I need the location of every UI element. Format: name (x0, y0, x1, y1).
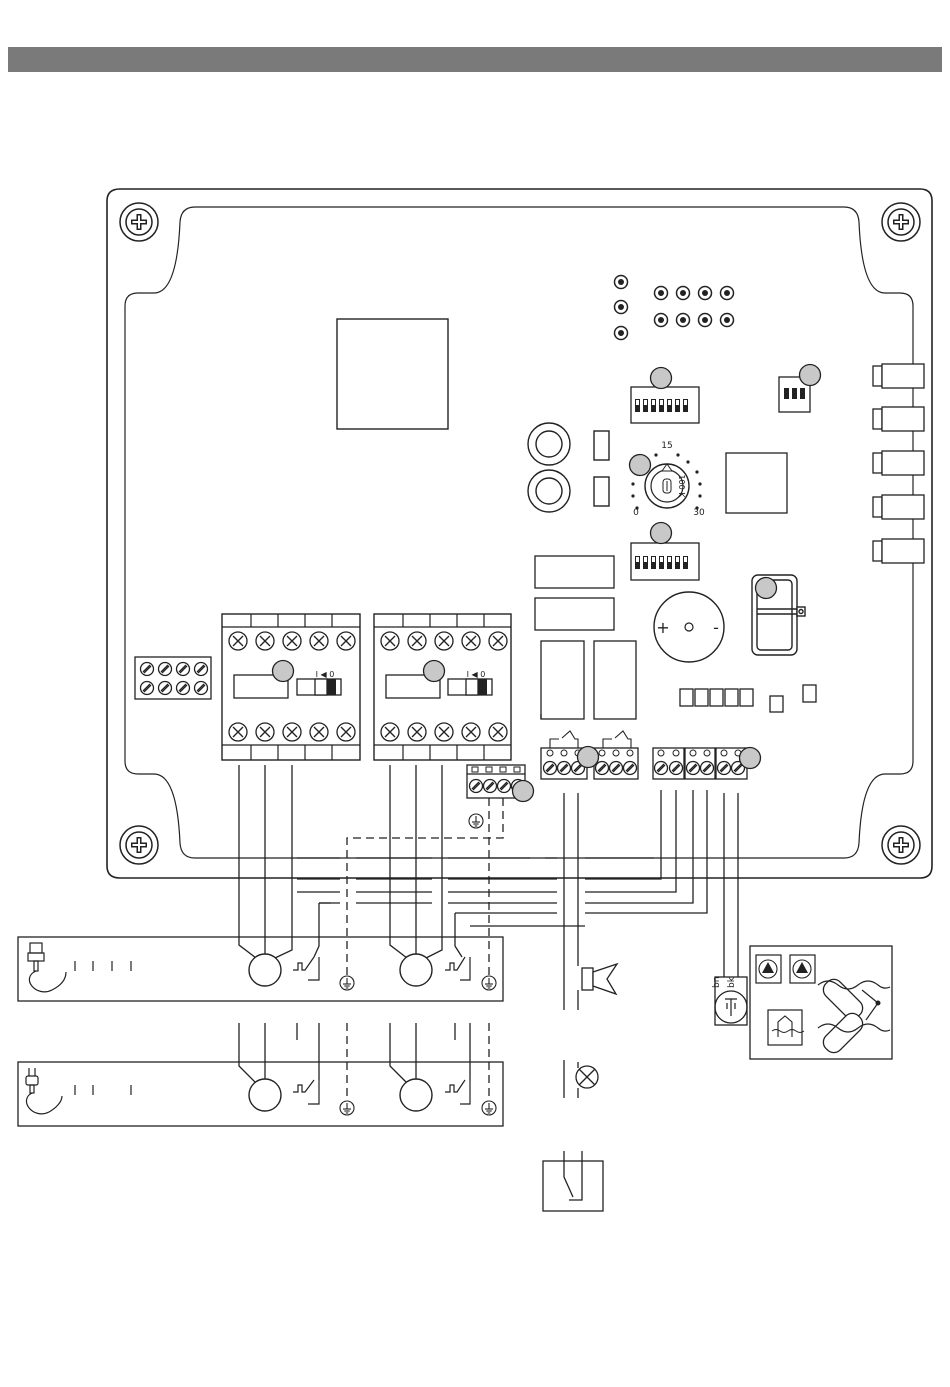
thermal-switch-icon (293, 957, 319, 980)
transformer-block (337, 319, 448, 429)
horn-icon (582, 964, 617, 994)
callout-marker (756, 578, 777, 599)
ground-icon (340, 976, 354, 990)
ground-icon (469, 814, 483, 828)
motor-icon (400, 1079, 432, 1111)
wiring (239, 765, 738, 1100)
pump-panel-2 (18, 1062, 503, 1126)
plug-icon (28, 943, 66, 992)
plug-icon (26, 1068, 62, 1114)
callout-marker (651, 523, 672, 544)
mount-hole-icon (882, 826, 920, 864)
mount-hole-icon (120, 203, 158, 241)
dip-switch-1[interactable] (631, 387, 699, 423)
ic-chip (726, 453, 787, 513)
motor-icon (249, 954, 281, 986)
ground-icon (482, 976, 496, 990)
dip-switch-2[interactable] (631, 543, 699, 580)
pot-min-label: 0 (633, 508, 639, 518)
callout-marker (800, 365, 821, 386)
mount-hole-icon (882, 203, 920, 241)
thermal-switch-icon (293, 1080, 319, 1104)
callout-marker (273, 661, 294, 682)
external-contact-icon (543, 1151, 603, 1211)
thermal-switch-icon (445, 957, 470, 980)
sensor-terminals (653, 748, 747, 779)
callout-marker (651, 368, 672, 389)
thermal-switch-icon (445, 1080, 470, 1104)
wire-label-bk: bk (727, 976, 737, 988)
motor-icon (249, 1079, 281, 1111)
pot-value-label: 100 K (677, 474, 686, 498)
led-group (615, 276, 734, 340)
display-row (680, 685, 816, 712)
buzzer-minus-label: - (713, 618, 719, 637)
switch-label-1: I ◀ 0 (316, 670, 335, 679)
pot-max-label: 30 (693, 508, 705, 518)
buzzer-plus-label: + (656, 618, 669, 637)
lamp-icon (576, 1066, 598, 1088)
contactor-2 (374, 614, 511, 760)
capacitors (528, 423, 609, 512)
callout-marker (630, 455, 651, 476)
pump-panel-1 (18, 937, 503, 1001)
high-water-icon (768, 1010, 802, 1045)
callout-marker (740, 748, 761, 769)
ground-icon (340, 1101, 354, 1115)
side-connectors (873, 364, 924, 563)
header-bar (8, 47, 942, 72)
motor-icon (400, 954, 432, 986)
contactor-1 (222, 614, 360, 760)
mount-hole-icon (120, 826, 158, 864)
callout-marker (424, 661, 445, 682)
switch-label-2: I ◀ 0 (467, 670, 486, 679)
wire-label-bn: bn (712, 977, 722, 988)
pot-mid-label: 15 (661, 441, 672, 451)
callout-marker (578, 747, 599, 768)
relay-blocks (535, 556, 636, 719)
ground-icon (482, 1101, 496, 1115)
float-switch-panel (750, 946, 892, 1059)
mains-terminal-block (135, 657, 211, 699)
callout-marker (513, 781, 534, 802)
